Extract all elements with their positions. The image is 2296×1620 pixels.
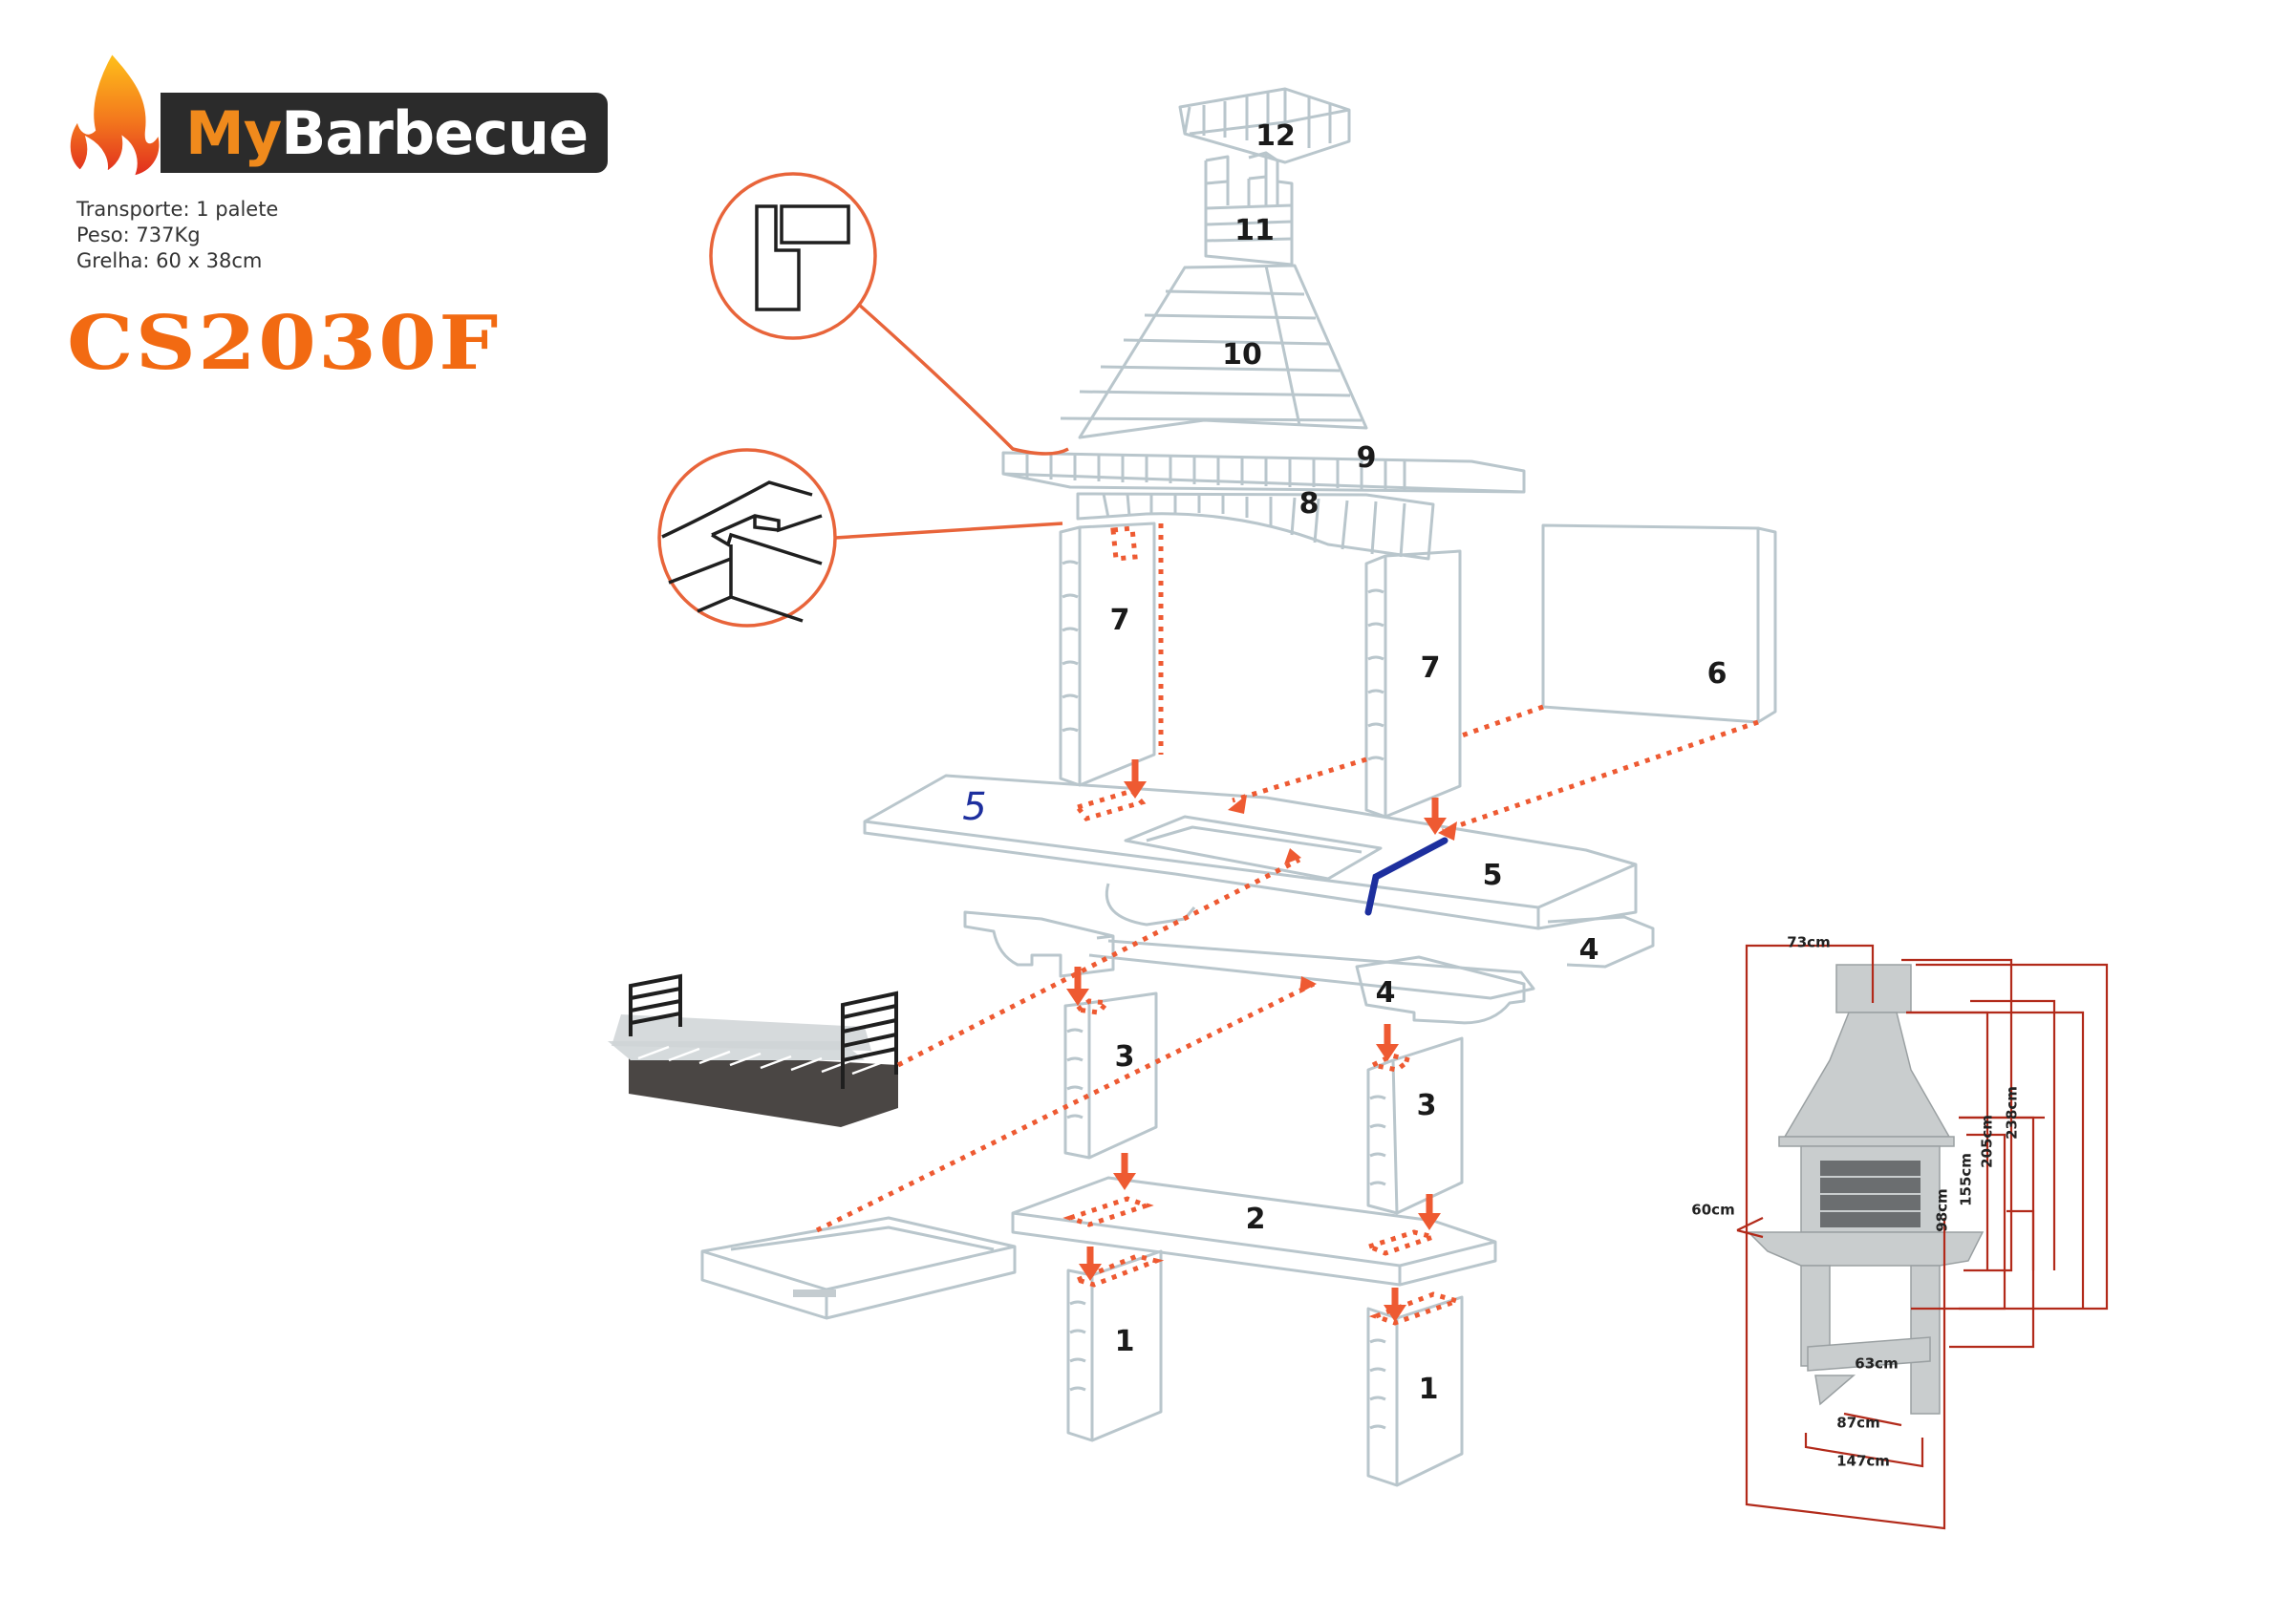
brand-name-my: My <box>185 98 282 168</box>
brand-logo: MyBarbecue <box>185 96 589 172</box>
guide-line <box>1110 525 1138 562</box>
part-3-right-leg <box>1366 1036 1464 1215</box>
guide-line <box>1362 1229 1442 1256</box>
brand-bar <box>161 93 608 173</box>
dim-base-width: 87cm <box>1836 1414 1880 1432</box>
part-label-10: 10 <box>1222 338 1262 372</box>
part-label-4-left: 4 <box>1375 976 1396 1010</box>
part-6-back-panel <box>1541 523 1777 724</box>
part-label-12: 12 <box>1255 119 1296 153</box>
guide-line <box>1062 1196 1154 1227</box>
part-9-hood-ledge <box>1001 451 1526 494</box>
part-11-chimney-stack <box>1204 151 1294 266</box>
guide-line <box>1073 788 1147 821</box>
part-label-4-right: 4 <box>1578 933 1599 967</box>
part-label-9: 9 <box>1356 441 1377 475</box>
callout-leader <box>834 522 1063 540</box>
part-label-5: 5 <box>1482 859 1503 892</box>
dim-total-height: 238cm <box>2003 1086 2021 1140</box>
brand-name-barbecue: Barbecue <box>281 98 589 168</box>
flame-icon <box>66 48 163 181</box>
part-label-7-right: 7 <box>1420 651 1441 685</box>
assembly-arrow <box>1113 1153 1136 1190</box>
spec-grill-size: Grelha: 60 x 38cm <box>76 249 263 272</box>
assembly-arrowhead <box>1228 795 1247 814</box>
part-1-right-leg <box>1366 1295 1464 1487</box>
guide-line <box>1070 1253 1165 1288</box>
guide-line <box>1442 719 1759 834</box>
part-label-11: 11 <box>1234 214 1275 247</box>
part-label-1-left: 1 <box>1114 1325 1135 1358</box>
part-label-2: 2 <box>1245 1203 1266 1236</box>
assembly-arrow <box>1384 1288 1406 1322</box>
part-label-8: 8 <box>1298 487 1320 521</box>
part-label-7-left: 7 <box>1109 604 1130 637</box>
part-3-left-leg <box>1063 991 1158 1160</box>
dim-chimney-width: 73cm <box>1787 933 1831 951</box>
callout-circle-perspective <box>657 448 837 628</box>
assembly-arrowhead <box>1438 821 1457 841</box>
part-2-lower-shelf <box>1011 1176 1497 1287</box>
part-label-3-right: 3 <box>1416 1089 1437 1122</box>
dim-inner-width: 63cm <box>1855 1354 1899 1373</box>
handwritten-mark <box>1364 837 1448 916</box>
part-10-hood <box>1060 264 1368 439</box>
dim-total-width: 147cm <box>1836 1452 1890 1470</box>
callout-leader <box>856 302 1069 456</box>
part-7-right-wall <box>1364 549 1462 819</box>
part-label-6: 6 <box>1706 657 1727 691</box>
part-7-left-wall <box>1059 522 1156 787</box>
spec-transport: Transporte: 1 palete <box>76 198 279 221</box>
assembly-arrow <box>1079 1247 1102 1281</box>
joint-detail-perspective <box>661 480 823 623</box>
part-5-worktop <box>863 774 1638 930</box>
joint-detail-top-view <box>755 204 850 311</box>
assembly-arrow <box>1418 1194 1441 1230</box>
assembly-arrowhead <box>1299 976 1317 993</box>
dim-counter-height: 98cm <box>1933 1188 1951 1232</box>
assembly-arrow <box>1124 759 1147 799</box>
guide-line <box>1232 757 1367 803</box>
dim-hood-base-height: 155cm <box>1957 1153 1975 1206</box>
assembly-arrowhead <box>1284 848 1301 864</box>
spec-list: Transporte: 1 palete Peso: 737Kg Grelha:… <box>76 197 278 274</box>
part-4-left-support <box>963 910 1535 1000</box>
part-8-arch <box>1076 492 1435 561</box>
ash-drawer <box>700 1216 1017 1320</box>
dimension-illustration <box>1736 944 2109 1530</box>
callout-circle-top-view <box>709 172 877 340</box>
dim-chimney-height: 205cm <box>1978 1115 1996 1168</box>
spec-weight: Peso: 737Kg <box>76 224 201 246</box>
guide-line <box>815 981 1316 1233</box>
part-label-1-right: 1 <box>1418 1373 1439 1406</box>
assembly-arrow <box>1424 798 1447 835</box>
model-number: CS2030F <box>67 300 501 387</box>
assembly-arrow <box>1066 967 1089 1006</box>
assembly-arrow <box>1376 1024 1399 1061</box>
handwritten-part-5: 5 <box>962 785 987 829</box>
part-label-3-left: 3 <box>1114 1040 1135 1074</box>
grill-accessory <box>608 973 898 1127</box>
guide-line <box>896 857 1301 1068</box>
dim-counter-depth: 60cm <box>1691 1201 1735 1219</box>
guide-line <box>1461 704 1544 738</box>
part-4-right-support <box>1355 915 1655 1025</box>
part-12-chimney-cap <box>1178 87 1351 164</box>
